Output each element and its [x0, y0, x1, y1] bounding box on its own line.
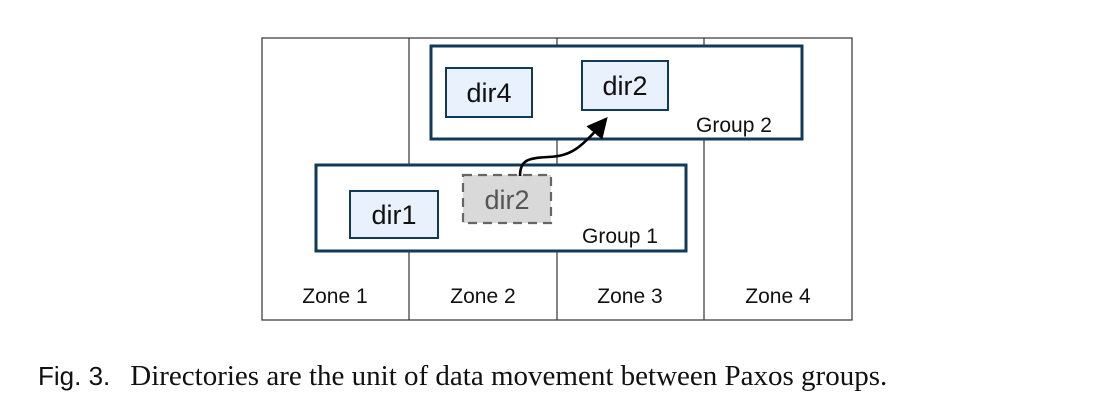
- dir4-box: [445, 67, 533, 118]
- paxos-zones-diagram: Zone 1 Zone 2 Zone 3 Zone 4 dir4 dir2 Gr…: [261, 37, 853, 321]
- dir2-ghost-label: dir2: [484, 185, 529, 215]
- dir4-label: dir4: [466, 78, 511, 108]
- zone-2-label: Zone 2: [450, 285, 515, 308]
- dir2-box: [581, 60, 669, 111]
- figure-number: Fig. 3.: [38, 361, 111, 391]
- group-1-label: Group 1: [582, 225, 658, 248]
- zone-1-label: Zone 1: [302, 285, 367, 308]
- move-arrow: [518, 117, 608, 177]
- group-2-label: Group 2: [696, 114, 772, 137]
- figure-caption: Fig. 3. Directories are the unit of data …: [38, 360, 1108, 393]
- dir1-box: [349, 190, 439, 239]
- dir1-label: dir1: [371, 200, 416, 230]
- figure-caption-text: Directories are the unit of data movemen…: [130, 360, 888, 392]
- zone-4-label: Zone 4: [745, 285, 811, 308]
- dir2-label: dir2: [602, 71, 647, 101]
- dir2-ghost-box: [461, 173, 553, 225]
- zone-3-label: Zone 3: [597, 285, 662, 308]
